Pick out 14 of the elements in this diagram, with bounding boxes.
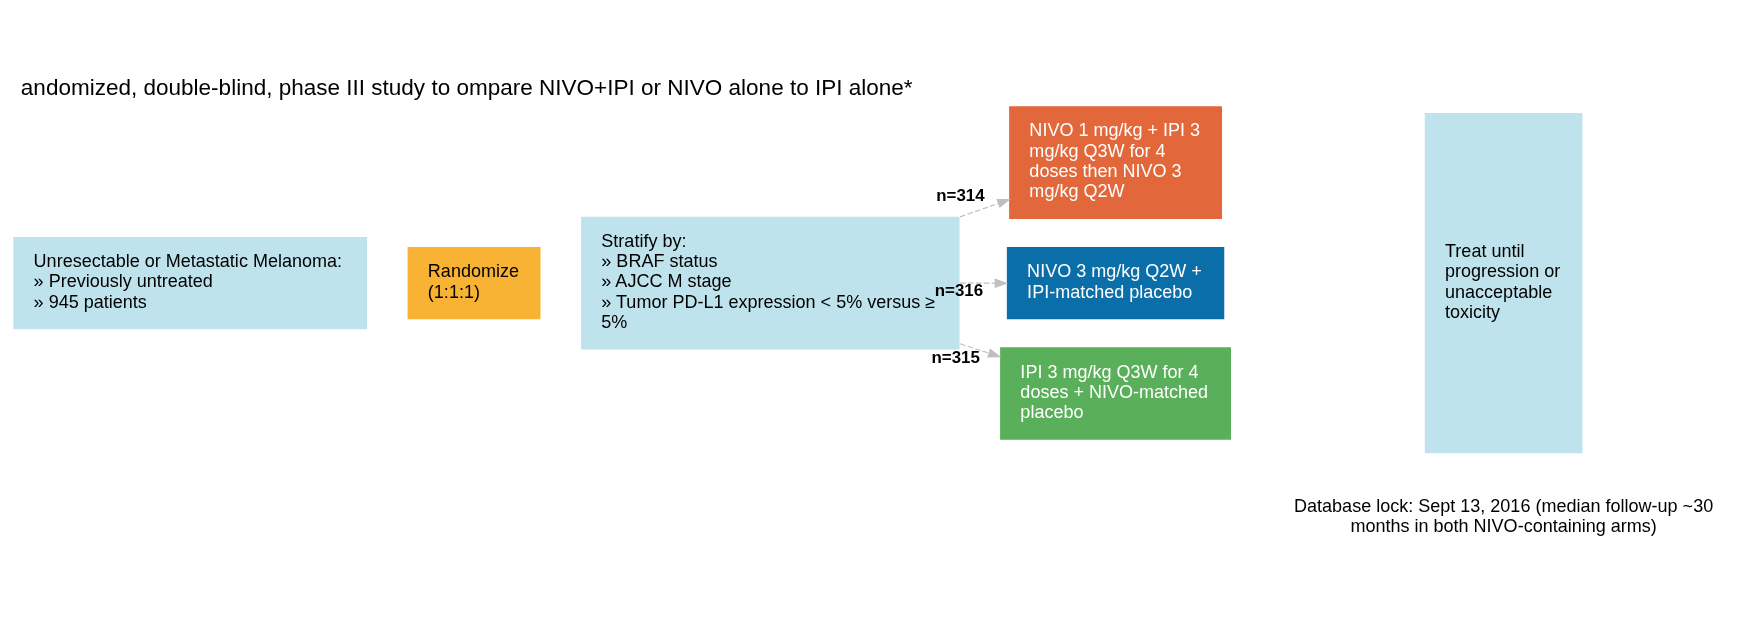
- arrow: [959, 342, 1002, 358]
- arrow: [959, 198, 1011, 217]
- diagram-title: andomized, double-blind, phase III study to ompare NIVO+IPI or NIVO alone to IPI alone*: [20, 74, 913, 100]
- edge-label: n=314: [936, 185, 985, 205]
- label: Database lock: Sept 13, 2016 (median follow-up ~30 months in both NIVO-containing arms): [1294, 495, 1714, 536]
- node-box: Unresectable or Metastatic Melanoma: » Previously untreated » 945 patients: [13, 236, 368, 329]
- arrow: [959, 277, 1009, 288]
- node-box: IPI 3 mg/kg Q3W for 4 doses + NIVO-matched placebo: [1000, 346, 1231, 440]
- edge-label: n=315: [931, 347, 980, 367]
- node-box: Treat until progression or unacceptable toxicity: [1424, 112, 1583, 453]
- node-box: NIVO 3 mg/kg Q2W + IPI-matched placebo: [1006, 246, 1225, 319]
- node-box: Randomize (1:1:1): [407, 246, 541, 319]
- edge-label: n=316: [934, 280, 984, 300]
- node-box: NIVO 1 mg/kg + IPI 3 mg/kg Q3W for 4 doses then NIVO 3 mg/kg Q2W: [1009, 105, 1222, 219]
